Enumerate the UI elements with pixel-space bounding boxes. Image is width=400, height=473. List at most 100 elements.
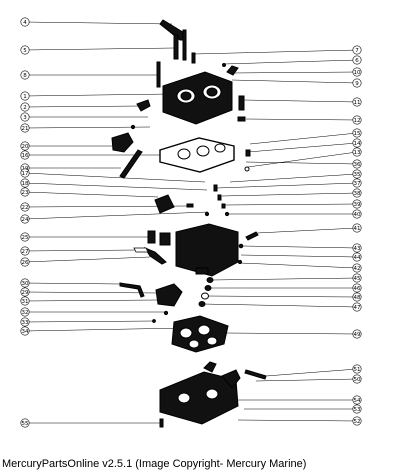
callout-left-22: 22	[20, 202, 30, 212]
callout-number: 31	[22, 299, 29, 305]
part-washer-33	[152, 319, 156, 323]
callout-number: 26	[22, 260, 29, 266]
callout-circle	[352, 178, 362, 188]
callout-number: 6	[355, 58, 359, 64]
callout-left-5: 5	[20, 45, 30, 55]
callout-number: 12	[354, 118, 361, 124]
callout-right-36: 36	[352, 159, 362, 169]
leader-line-39	[223, 203, 358, 206]
part-throttle-body	[159, 361, 241, 425]
leader-line-43	[242, 245, 358, 249]
callout-number: 22	[22, 205, 29, 211]
callout-left-20: 20	[20, 141, 30, 151]
callout-number: 3	[23, 115, 27, 121]
callout-circle	[352, 115, 362, 125]
leader-line-10	[231, 71, 358, 74]
callout-right-38: 38	[352, 188, 362, 198]
callout-right-41: 41	[352, 223, 362, 233]
callout-circle	[20, 102, 30, 112]
callout-circle	[352, 416, 362, 426]
leader-line-21	[24, 126, 151, 129]
callout-number: 27	[22, 249, 29, 255]
callout-number: 13	[354, 150, 361, 156]
callout-number: 38	[354, 191, 361, 197]
callout-right-10: 10	[352, 67, 362, 77]
part-screw-8	[156, 61, 161, 88]
part-choke-link	[119, 149, 143, 179]
leader-line-33	[24, 320, 155, 323]
left-callout-column: 4581232120191617182322242527263029313233…	[20, 17, 30, 428]
callout-circle	[352, 404, 362, 414]
leader-line-42	[239, 262, 358, 269]
callout-circle	[20, 168, 30, 178]
part-air-horn	[162, 71, 233, 125]
callout-number: 1	[23, 94, 27, 100]
callout-circle	[352, 45, 362, 55]
callout-right-45: 45	[352, 273, 362, 283]
callout-left-55: 55	[20, 418, 30, 428]
callout-number: 11	[354, 100, 361, 106]
callout-circle	[20, 317, 30, 327]
callout-number: 52	[354, 419, 361, 425]
callout-circle	[352, 128, 362, 138]
part-screw-7	[191, 52, 196, 64]
callout-number: 37	[354, 181, 361, 187]
callout-right-50: 50	[352, 374, 362, 384]
part-needle-14	[245, 149, 251, 157]
leader-line-13	[247, 151, 358, 168]
leader-line-4	[24, 21, 173, 25]
leader-line-37	[216, 182, 358, 189]
callout-right-46: 46	[352, 283, 362, 293]
callout-circle	[352, 159, 362, 169]
part-spring-12	[237, 116, 246, 122]
part-washer-6	[222, 63, 226, 67]
callout-right-39: 39	[352, 199, 362, 209]
callout-number: 20	[22, 144, 29, 150]
callout-number: 46	[354, 286, 361, 292]
callout-circle	[352, 138, 362, 148]
leader-line-1	[24, 93, 171, 97]
leader-line-36	[245, 161, 358, 165]
callout-circle	[352, 78, 362, 88]
callout-number: 54	[354, 398, 361, 404]
callout-left-17: 17	[20, 168, 30, 178]
part-pump-rod-11	[238, 95, 245, 111]
callout-right-14: 14	[352, 138, 362, 148]
callout-circle	[20, 187, 30, 197]
callout-circle	[20, 326, 30, 336]
callout-left-26: 26	[20, 257, 30, 267]
callout-number: 45	[354, 276, 361, 282]
callout-number: 2	[23, 105, 27, 111]
callout-circle	[20, 70, 30, 80]
part-bushing-32	[163, 310, 169, 316]
callout-circle	[20, 45, 30, 55]
callout-circle	[352, 395, 362, 405]
callout-circle	[20, 202, 30, 212]
part-choke-diaphragm	[111, 132, 134, 153]
callout-circle	[352, 374, 362, 384]
callout-number: 44	[354, 255, 361, 261]
callout-circle	[20, 287, 30, 297]
callout-number: 33	[22, 320, 29, 326]
part-clip	[130, 124, 136, 130]
callout-number: 32	[22, 310, 29, 316]
callout-circle	[352, 209, 362, 219]
leader-line-14	[247, 142, 358, 153]
part-choke-rod	[159, 19, 187, 61]
part-jets	[204, 184, 230, 217]
callout-left-29: 29	[20, 287, 30, 297]
leader-line-18	[24, 182, 208, 191]
leader-line-12	[245, 118, 358, 121]
part-throttle-lever	[155, 283, 183, 307]
leader-line-2	[24, 105, 141, 108]
callout-right-44: 44	[352, 252, 362, 262]
callout-right-7: 7	[352, 45, 362, 55]
leader-line-23	[24, 191, 159, 198]
callout-number: 34	[22, 329, 29, 335]
callout-circle	[352, 55, 362, 65]
callout-circle	[20, 150, 30, 160]
part-screw-55	[159, 418, 164, 428]
callout-number: 36	[354, 162, 361, 168]
part-screw-25	[147, 230, 156, 244]
callout-right-52: 52	[352, 416, 362, 426]
